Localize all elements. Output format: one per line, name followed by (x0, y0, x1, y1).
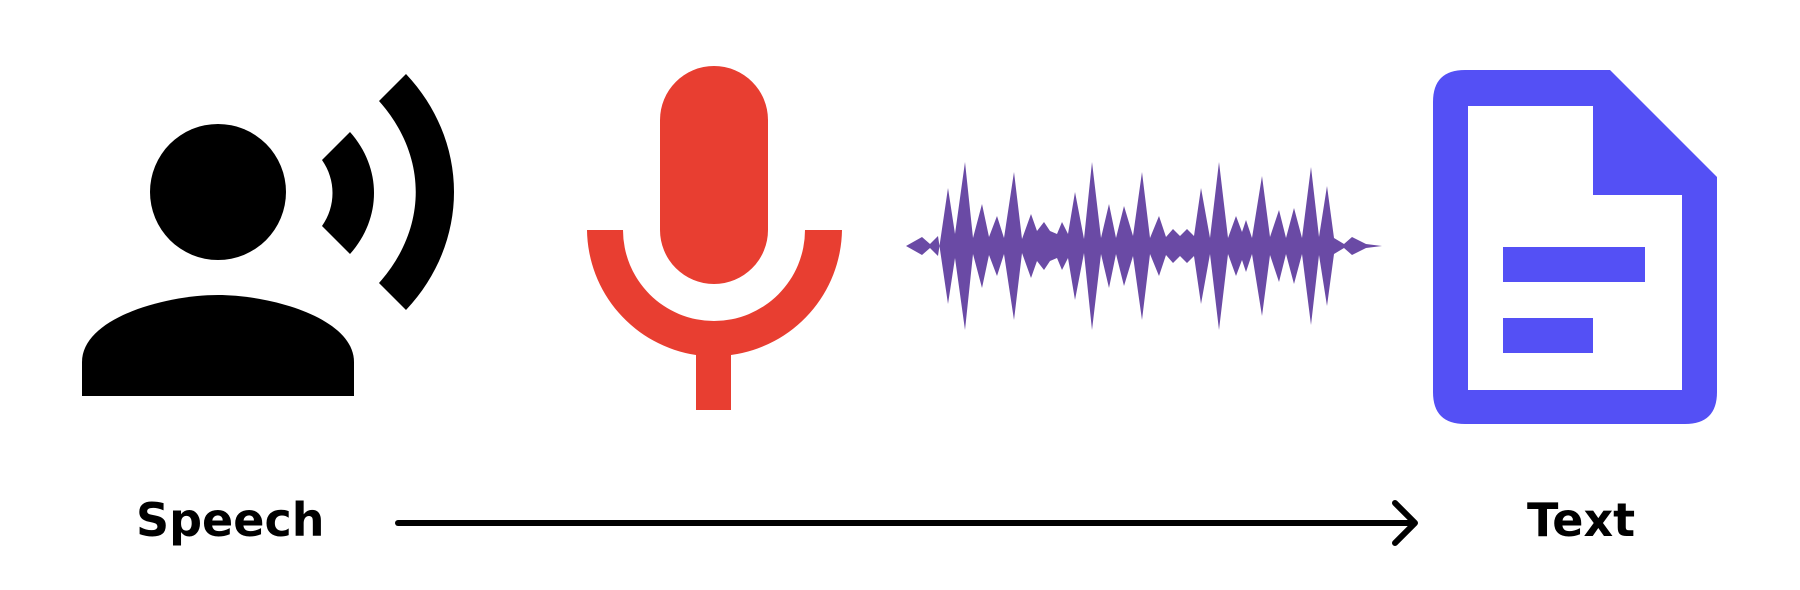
arrow-head (1392, 500, 1418, 546)
document-text-line-2 (1503, 318, 1593, 353)
person-head (150, 124, 286, 260)
microphone-stand (587, 230, 842, 410)
text-label: Text (1527, 493, 1636, 547)
audio-waveform-icon (906, 162, 1382, 330)
person-speaking-icon (82, 74, 454, 396)
speech-label: Speech (136, 493, 325, 547)
microphone-icon (587, 66, 842, 410)
sound-wave-inner (322, 132, 374, 254)
document-text-line-1 (1503, 247, 1645, 282)
microphone-capsule (660, 66, 768, 284)
sound-wave-outer (379, 74, 454, 310)
text-document-icon (1433, 70, 1717, 424)
person-body (82, 295, 354, 396)
arrow (395, 500, 1418, 546)
